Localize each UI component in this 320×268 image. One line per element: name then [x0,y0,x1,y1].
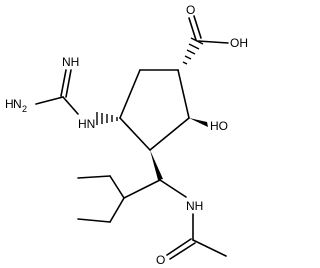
wedge-bond-c3-sidechain [150,150,163,180]
svg-text:H: H [5,97,14,111]
guanidine-c-imine-1 [60,69,67,97]
svg-text:N: N [13,97,22,111]
hashed-bond-c1-carboxyl [182,37,204,65]
ring-bond-c3-c4 [119,117,151,151]
amide-nh-label: NH [186,199,203,213]
branch-down-bond-2 [77,218,111,223]
carbonyl-o-double-1 [166,238,192,256]
sidechain-nh-bond [159,179,187,198]
hydroxyl-label: HO [210,119,228,133]
branch-down-bond-1 [109,197,125,223]
carboxyl-hydroxyl-label: OH [230,36,248,50]
carboxyl-c-o-bond [197,40,229,44]
ring-bond-c2-c3 [149,117,190,151]
svg-text:2: 2 [22,104,27,114]
wedge-bond-c2-hydroxyl [189,118,208,127]
sidechain-c-branch-bond [123,179,161,199]
carboxyl-c-o-double-1 [188,17,197,41]
guanidine-nh-label: HN [78,117,95,131]
carboxyl-oxygen-label: O [186,3,195,17]
ring-bond-c4-c5 [119,69,141,119]
amine-nh2-label: H N 2 [5,97,27,114]
branch-up-bond-2 [77,175,111,179]
carboxyl-c-o-double-2 [193,15,202,39]
carbonyl-o-double-2 [169,242,196,260]
guanidine-c-n-bond [62,96,79,115]
guanidine-c-imine-2 [65,69,72,98]
imine-nh-label: NH [62,55,79,69]
guanidine-c-nh2-bond [35,96,64,105]
amide-oxygen-label: O [156,253,165,267]
carbonyl-methyl-bond [192,239,227,257]
branch-up-bond-1 [109,175,125,199]
chemical-structure-diagram: O OH HO HN NH H N 2 NH O [5,3,248,267]
hashed-bond-c4-nh [96,112,118,125]
ring-bond-c1-c2 [177,69,190,119]
